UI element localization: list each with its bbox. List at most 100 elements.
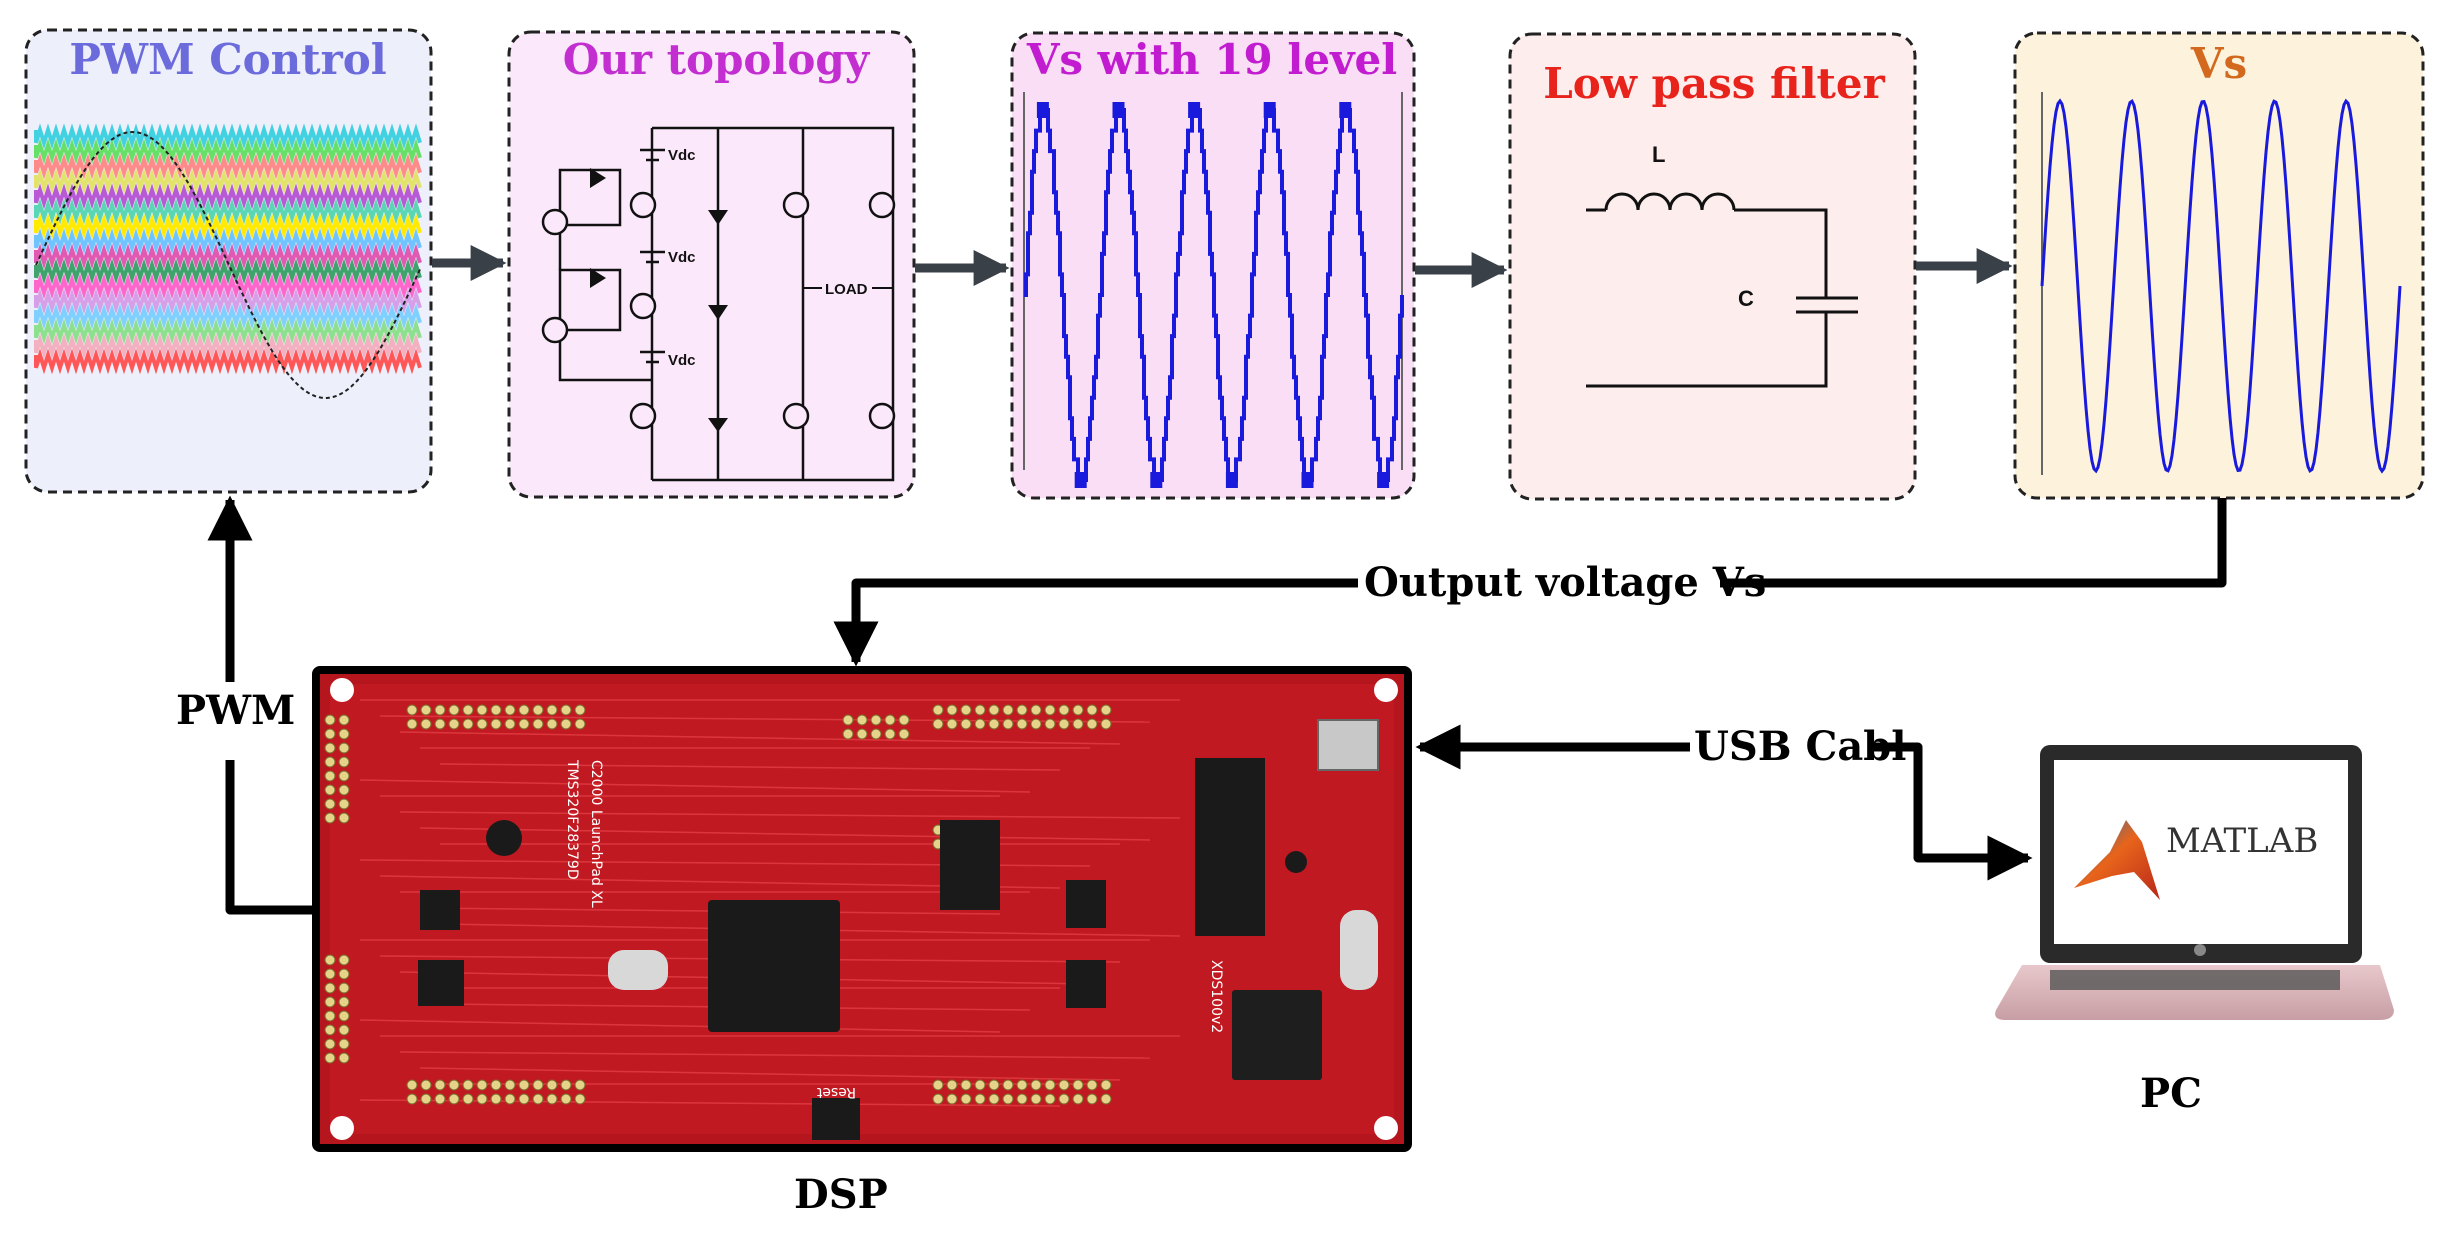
header-pin xyxy=(974,1093,986,1105)
header-pin xyxy=(338,1038,350,1050)
pc-laptop: MATLAB xyxy=(1995,745,2394,1020)
pcb-trace xyxy=(419,1067,1121,1081)
header-pin xyxy=(420,704,432,716)
staircase-bottom-marker xyxy=(1074,472,1087,488)
header-pin xyxy=(324,812,336,824)
header-pin xyxy=(1002,704,1014,716)
header-pin xyxy=(1058,1079,1070,1091)
flow-arrows xyxy=(432,245,2013,288)
board-reset-text: Reset xyxy=(816,1084,856,1100)
header-pin xyxy=(406,1079,418,1091)
pwm-carrier-stripe xyxy=(34,138,422,165)
header-pin xyxy=(856,728,868,740)
header-pin xyxy=(1058,704,1070,716)
header-pin xyxy=(324,1024,336,1036)
header-pin xyxy=(504,718,516,730)
matlab-logo xyxy=(2074,820,2160,900)
header-pin xyxy=(434,704,446,716)
pcb-trace xyxy=(359,1099,1061,1107)
header-pin xyxy=(1086,704,1098,716)
pwm-carrier-stripe xyxy=(34,318,422,345)
topology-block: Our topology xyxy=(507,30,916,499)
topology-title: Our topology xyxy=(563,35,871,84)
header-pin xyxy=(324,784,336,796)
pwm-carrier-stripe xyxy=(34,258,422,285)
header-pin xyxy=(406,718,418,730)
header-pin xyxy=(462,1093,474,1105)
header-pin xyxy=(338,1052,350,1064)
header-pin xyxy=(324,968,336,980)
header-pin xyxy=(574,718,586,730)
header-pin xyxy=(338,954,350,966)
header-pin xyxy=(324,756,336,768)
header-pin xyxy=(518,704,530,716)
header-pin xyxy=(434,718,446,730)
header-pin xyxy=(406,1093,418,1105)
pwm-control-title: PWM Control xyxy=(69,35,386,84)
header-pin xyxy=(560,1079,572,1091)
header-pin xyxy=(898,714,910,726)
pc-label: PC xyxy=(2140,1070,2202,1117)
staircase-bottom-marker xyxy=(1377,472,1390,488)
header-pin xyxy=(462,1079,474,1091)
header-pin xyxy=(1058,1093,1070,1105)
header-pin xyxy=(1044,1079,1056,1091)
header-pin xyxy=(434,1093,446,1105)
pcb-trace xyxy=(399,731,1121,745)
header-pin xyxy=(324,1052,336,1064)
header-pin xyxy=(974,704,986,716)
header-pin xyxy=(490,1079,502,1091)
pwm-carrier-stripe xyxy=(34,303,422,330)
header-pin xyxy=(434,1079,446,1091)
header-pin xyxy=(960,1079,972,1091)
header-pin xyxy=(518,1093,530,1105)
header-pin xyxy=(324,954,336,966)
header-pin xyxy=(560,1093,572,1105)
header-pin xyxy=(988,704,1000,716)
board-model-text: C2000 LaunchPad XL xyxy=(588,760,604,908)
staircase-bottom-marker xyxy=(1150,472,1163,488)
header-pin xyxy=(338,968,350,980)
diodes xyxy=(590,168,728,432)
header-pin xyxy=(842,714,854,726)
header-pin xyxy=(448,718,460,730)
header-pin xyxy=(532,704,544,716)
filter-title: Low pass filter xyxy=(1543,59,1885,108)
header-pin xyxy=(338,756,350,768)
vdc-label-2: Vdc xyxy=(668,249,696,266)
header-pin xyxy=(932,1093,944,1105)
header-pin xyxy=(448,704,460,716)
low-pass-filter-block: Low pass filter L C xyxy=(1508,32,1917,501)
header-pin xyxy=(420,718,432,730)
header-pin xyxy=(932,704,944,716)
header-pin xyxy=(518,718,530,730)
header-pin xyxy=(1002,718,1014,730)
header-pin xyxy=(448,1093,460,1105)
header-pin xyxy=(476,1093,488,1105)
header-pin xyxy=(324,728,336,740)
pwm-feedback-line-lower xyxy=(225,760,316,915)
pin-headers xyxy=(324,704,1112,1105)
header-pin xyxy=(504,1079,516,1091)
multilevel-title: Vs with 19 level xyxy=(1026,35,1397,84)
header-pin xyxy=(1072,704,1084,716)
header-pin xyxy=(504,704,516,716)
pcb-trace xyxy=(359,1019,1001,1033)
header-pin xyxy=(338,784,350,796)
board-debugger-text: XDS100v2 xyxy=(1208,960,1224,1033)
header-pin xyxy=(324,996,336,1008)
header-pin xyxy=(870,728,882,740)
pwm-reference-sine xyxy=(35,130,421,399)
pcb-trace xyxy=(399,811,1181,819)
header-pin xyxy=(476,704,488,716)
staircase-bottom-marker xyxy=(1225,472,1238,488)
header-pin xyxy=(532,1093,544,1105)
header-pin xyxy=(1016,1093,1028,1105)
header-pin xyxy=(338,1010,350,1022)
header-pin xyxy=(932,718,944,730)
switches xyxy=(541,191,896,430)
header-pin xyxy=(1072,718,1084,730)
header-pin xyxy=(988,1079,1000,1091)
pwm-carrier-stripe xyxy=(34,198,422,225)
load-label: LOAD xyxy=(825,281,868,298)
